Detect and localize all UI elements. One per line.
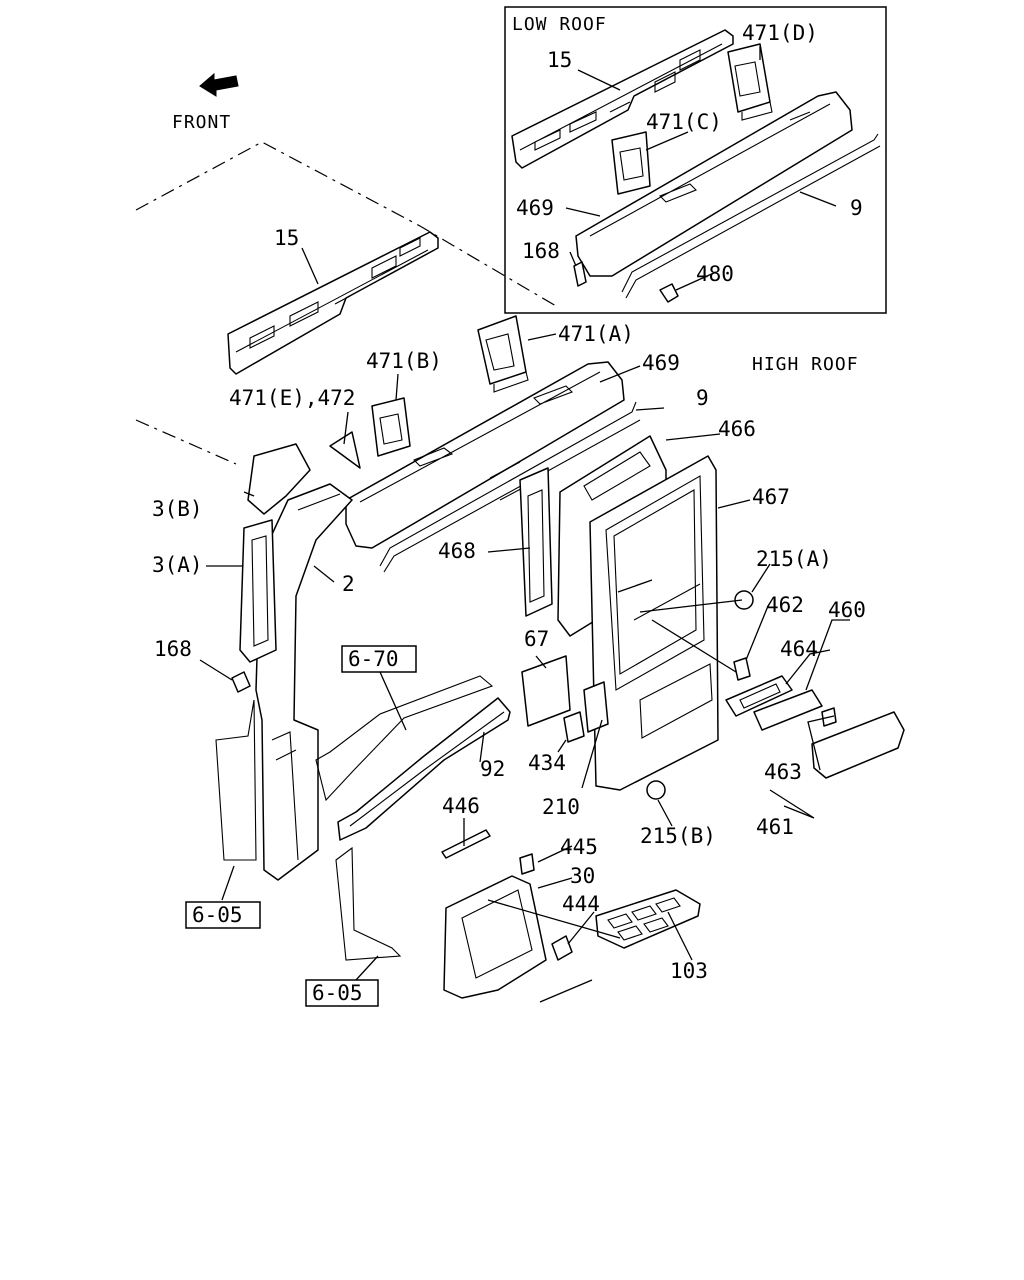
inset-bolt-168 bbox=[573, 261, 587, 287]
reference-6-05-left[interactable]: 6-05 bbox=[185, 901, 261, 929]
label-471a: 471(A) bbox=[558, 322, 634, 346]
clip-462 bbox=[733, 657, 751, 681]
bracket-67 bbox=[521, 655, 571, 727]
inset-label-168: 168 bbox=[522, 239, 560, 263]
bracket-471a bbox=[477, 315, 527, 385]
front-arrow-icon bbox=[199, 72, 239, 97]
reinforcement-468 bbox=[519, 467, 553, 617]
inset-label-471d: 471(D) bbox=[742, 21, 818, 45]
sill-92 bbox=[337, 697, 511, 841]
label-462: 462 bbox=[766, 593, 804, 617]
gusset-471e-472 bbox=[329, 431, 361, 469]
label-468: 468 bbox=[438, 539, 476, 563]
reference-6-70-text: 6-70 bbox=[348, 647, 399, 671]
label-466: 466 bbox=[718, 417, 756, 441]
high-roof-assembly: HIGH ROOF bbox=[135, 141, 905, 1007]
inset-drip-rail-9 bbox=[621, 133, 881, 299]
label-215a: 215(A) bbox=[756, 547, 832, 571]
label-445: 445 bbox=[560, 835, 598, 859]
reference-6-05-bottom-text: 6-05 bbox=[312, 981, 363, 1005]
low-roof-inset: LOW ROOF 15 471(D) 471(C) 469 9 168 480 bbox=[504, 6, 887, 314]
pillar-trim-3a bbox=[239, 519, 277, 663]
label-215b: 215(B) bbox=[640, 824, 716, 848]
bracket-434 bbox=[563, 711, 585, 743]
bolt-444 bbox=[551, 935, 573, 961]
label-464: 464 bbox=[780, 637, 818, 661]
front-indicator: FRONT bbox=[172, 72, 239, 133]
roof-side-469 bbox=[345, 361, 625, 549]
roof-outline-dashed bbox=[135, 141, 557, 465]
inset-title: LOW ROOF bbox=[512, 14, 607, 35]
label-460: 460 bbox=[828, 598, 866, 622]
step-pad-103 bbox=[595, 889, 701, 949]
bolt-168 bbox=[231, 671, 251, 693]
label-30: 30 bbox=[570, 864, 595, 888]
clip-445 bbox=[519, 853, 535, 875]
drip-rail-9 bbox=[379, 401, 641, 573]
inset-bracket-471d bbox=[727, 43, 771, 113]
front-label: FRONT bbox=[172, 112, 231, 133]
label-444: 444 bbox=[562, 892, 600, 916]
reference-6-05-bottom-box bbox=[305, 979, 379, 1007]
label-103: 103 bbox=[670, 959, 708, 983]
label-67: 67 bbox=[524, 627, 549, 651]
label-469: 469 bbox=[642, 351, 680, 375]
inset-clip-480 bbox=[659, 283, 679, 303]
label-168: 168 bbox=[154, 637, 192, 661]
lamp-lens-461 bbox=[811, 711, 905, 779]
reference-6-05-bottom[interactable]: 6-05 bbox=[305, 979, 379, 1007]
lamp-housing-460 bbox=[753, 689, 823, 731]
grommet-215a bbox=[734, 590, 754, 610]
grommet-215b bbox=[646, 780, 666, 800]
label-15: 15 bbox=[274, 226, 299, 250]
reference-6-05-left-box bbox=[185, 901, 261, 929]
label-9: 9 bbox=[696, 386, 709, 410]
reference-6-70[interactable]: 6-70 bbox=[341, 645, 417, 673]
label-92: 92 bbox=[480, 757, 505, 781]
reference-6-05-left-text: 6-05 bbox=[192, 903, 243, 927]
hinge-210 bbox=[583, 681, 609, 733]
main-title: HIGH ROOF bbox=[752, 354, 859, 375]
label-210: 210 bbox=[542, 795, 580, 819]
label-471e-472: 471(E),472 bbox=[229, 386, 355, 410]
bracket-471b bbox=[371, 397, 411, 457]
label-471b: 471(B) bbox=[366, 349, 442, 373]
rocker-6-70 bbox=[315, 675, 494, 802]
label-2: 2 bbox=[342, 572, 355, 596]
inset-label-480: 480 bbox=[696, 262, 734, 286]
label-3b: 3(B) bbox=[152, 497, 203, 521]
label-446: 446 bbox=[442, 794, 480, 818]
step-housing-30 bbox=[443, 875, 547, 999]
pillar-2 bbox=[255, 483, 353, 881]
inset-label-469: 469 bbox=[516, 196, 554, 220]
label-461: 461 bbox=[756, 815, 794, 839]
rod-446 bbox=[441, 829, 491, 859]
reference-6-70-box bbox=[341, 645, 417, 673]
inset-frame bbox=[504, 6, 887, 314]
label-463: 463 bbox=[764, 760, 802, 784]
pillar-upper-3b bbox=[247, 443, 311, 515]
inset-label-9: 9 bbox=[850, 196, 863, 220]
lower-panel-bottom bbox=[335, 846, 402, 961]
inset-bracket-471c bbox=[611, 131, 651, 195]
label-467: 467 bbox=[752, 485, 790, 509]
inset-label-15: 15 bbox=[547, 48, 572, 72]
label-434: 434 bbox=[528, 751, 566, 775]
lower-panel-left bbox=[215, 699, 257, 861]
inset-roof-rail-15 bbox=[511, 29, 734, 169]
inset-label-471c: 471(C) bbox=[646, 110, 722, 134]
label-3a: 3(A) bbox=[152, 553, 203, 577]
